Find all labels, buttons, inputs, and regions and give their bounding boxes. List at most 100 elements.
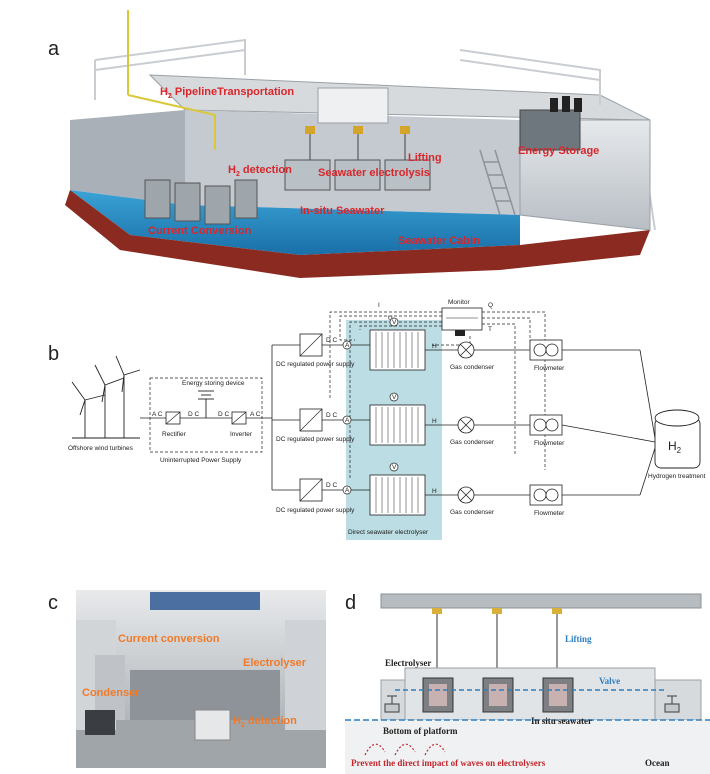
panel-letter-a: a: [48, 38, 60, 60]
ocean: [345, 720, 710, 774]
ac-label-1: A C: [152, 411, 163, 418]
dc-label-ups: D C: [188, 411, 200, 418]
photo-label-h2-detection: H2 detection: [233, 715, 297, 729]
panel-a-platform-illustration: H2 PipelineTransportation H2 detection S…: [65, 10, 656, 278]
signal-lines: [329, 311, 546, 480]
photo-skylight: [150, 592, 260, 610]
label-ocean: Ocean: [645, 758, 670, 768]
panel-c-photo: Current conversion Electrolyser Condense…: [76, 590, 326, 768]
ammeters: [342, 317, 399, 495]
label-dc-supply-2: DC regulated power supply: [276, 436, 355, 443]
dc-supply-1: [299, 333, 323, 357]
label-offshore-wind: Offshore wind turbines: [68, 445, 134, 452]
deck-housing: [317, 87, 389, 124]
panel-d-sketch: Lifting Electrolyser Valve Bottom of pla…: [345, 593, 710, 774]
signal-i1: I: [378, 302, 380, 309]
monitor-box: [441, 307, 483, 331]
label-prevent-waves: Prevent the direct impact of waves on el…: [351, 758, 546, 768]
label-lifting: Lifting: [565, 634, 592, 644]
power-lines: [140, 344, 300, 491]
dc-label-ups-2: D C: [218, 411, 230, 418]
label-hydrogen-treatment: Hydrogen treatment: [648, 473, 706, 480]
photo-label-condenser: Condenser: [82, 687, 140, 699]
valve-icons: [384, 695, 680, 713]
label-energy-storing-device: Energy storing device: [182, 380, 245, 387]
photo-floor: [76, 720, 326, 768]
photo-detector-unit: [194, 709, 231, 741]
panel-letter-d: d: [345, 592, 357, 614]
signal-q1: Q: [488, 302, 493, 309]
tank-h2-label: H2: [668, 439, 682, 455]
label-dc-supply-3: DC regulated power supply: [276, 507, 355, 514]
voltmeter-3: V: [392, 464, 397, 471]
hull-bottom: [65, 190, 650, 278]
ac-label-2: A C: [250, 411, 261, 418]
label-seawater-electrolysis: Seawater electrolysis: [318, 167, 430, 179]
panel-b-schematic: Monitor I U Q T Offshore wind turbines U…: [68, 299, 706, 540]
photo-label-electrolyser: Electrolyser: [243, 657, 307, 669]
ammeter-2: A: [345, 417, 350, 424]
label-flowmeter-2: Flowmeter: [534, 440, 565, 447]
signal-u1: U: [388, 315, 393, 322]
label-lifting: Lifting: [408, 152, 442, 164]
electrolyser-plates: [375, 332, 419, 513]
ladder: [479, 149, 516, 216]
voltmeter-1: V: [392, 319, 397, 326]
label-seawater-cabin: Seawater Cabin: [398, 235, 480, 247]
wave-arrows: [364, 743, 446, 756]
label-current-conversion: Current Conversion: [148, 225, 252, 237]
label-bottom-of-platform: Bottom of platform: [383, 726, 458, 736]
label-ups: Uninterrupted Power Supply: [160, 457, 242, 464]
label-gas-condenser-1: Gas condenser: [450, 364, 495, 371]
ups-box: [149, 377, 263, 453]
label-energy-storage: Energy Storage: [518, 145, 599, 157]
dc-supply-3: [299, 478, 323, 502]
label-h2-detection: H2 detection: [228, 164, 292, 178]
label-insitu-seawater: In-situ Seawater: [300, 205, 385, 217]
label-electrolyser: Electrolyser: [385, 658, 431, 668]
photo-label-current-conversion: Current conversion: [118, 633, 220, 645]
voltmeter-2: V: [392, 394, 397, 401]
h2-line-label-3: H: [432, 488, 437, 495]
ammeter-3: A: [345, 487, 350, 494]
hydrogen-tank-icon: [654, 409, 701, 469]
photo-condenser-unit: [85, 710, 115, 735]
monitor-label: Monitor: [448, 299, 471, 306]
dc-label-3: D C: [326, 482, 338, 489]
dc-label-2: D C: [326, 412, 338, 419]
label-gas-condenser-3: Gas condenser: [450, 509, 495, 516]
h2-line-label-2: H: [432, 418, 437, 425]
ammeter-1: A: [345, 342, 350, 349]
electrolyser-tanks: [284, 126, 431, 191]
label-flowmeter-1: Flowmeter: [534, 365, 565, 372]
gas-condensers: [457, 341, 475, 504]
label-direct-electrolyser: Direct seawater electrolyser: [348, 529, 429, 536]
label-inverter: Inverter: [230, 431, 253, 438]
panel-letter-b: b: [48, 343, 60, 365]
label-valve: Valve: [599, 676, 620, 686]
battery-icon: [198, 390, 214, 418]
label-flowmeter-3: Flowmeter: [534, 510, 565, 517]
lifting-beam: [380, 593, 702, 609]
label-gas-condenser-2: Gas condenser: [450, 439, 495, 446]
electrolyser-vessels: [422, 677, 574, 713]
energy-storage-stack-3: [574, 98, 582, 112]
signal-t1: T: [488, 326, 492, 333]
panel-letter-c: c: [48, 592, 58, 614]
h2-output-lines: [425, 349, 656, 496]
h2-line-label-1: H: [432, 343, 437, 350]
dc-supply-2: [299, 408, 323, 432]
converter-cabinets: [144, 179, 258, 225]
energy-storage-stack-2: [562, 96, 570, 112]
energy-storage-stack-1: [550, 98, 558, 112]
energy-storage-unit: [519, 109, 581, 151]
label-insitu-seawater: In situ seawater: [531, 716, 592, 726]
label-dc-supply-1: DC regulated power supply: [276, 361, 355, 368]
label-rectifier: Rectifier: [162, 431, 187, 438]
label-h2-pipeline: H2 PipelineTransportation: [160, 86, 294, 100]
dc-label-1: D C: [326, 337, 338, 344]
flowmeters: [529, 339, 563, 506]
wind-turbines-icon: [71, 355, 141, 439]
h2-pipeline: [127, 10, 216, 150]
photo-cabinet: [95, 655, 125, 720]
